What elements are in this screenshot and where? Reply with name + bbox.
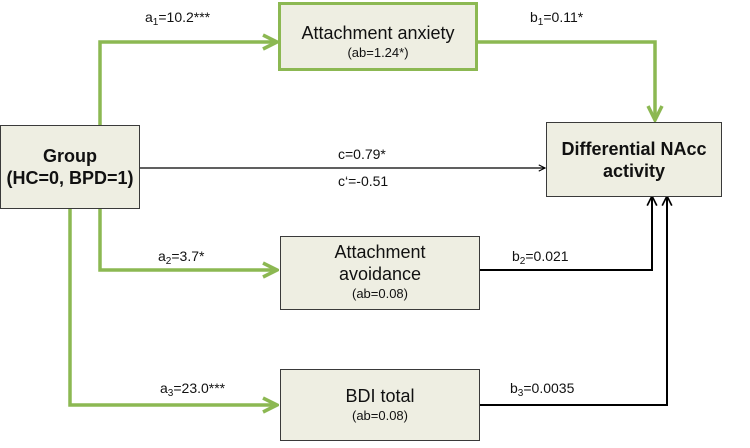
attachment-avoidance-ab: (ab=0.08) xyxy=(351,286,408,301)
bdi-total-ab: (ab=0.08) xyxy=(351,408,408,423)
path-b3-label: b3=0.0035 xyxy=(510,380,575,399)
path-c-prime-label: c‘=-0.51 xyxy=(338,173,389,189)
group-coding-label: (HC=0, BPD=1) xyxy=(6,168,134,188)
attachment-anxiety-label: Attachment anxiety xyxy=(301,23,455,43)
group-label: Group xyxy=(43,146,97,166)
path-a2-label: a2=3.7* xyxy=(158,248,205,267)
path-b3-arrow xyxy=(480,196,667,406)
path-a1-arrow xyxy=(98,42,277,125)
path-a2-arrow xyxy=(98,208,277,270)
attachment-avoidance-node: Attachment avoidance (ab=0.08) xyxy=(280,236,480,310)
path-a3-arrow xyxy=(68,208,277,405)
outcome-label-line2: activity xyxy=(602,161,666,181)
attachment-avoidance-label-line2: avoidance xyxy=(338,264,422,284)
path-b2-arrow xyxy=(480,196,652,271)
path-b2-label: b2=0.021 xyxy=(512,248,569,267)
path-b1-label: b1=0.11* xyxy=(530,9,584,28)
path-a3-label: a3=23.0*** xyxy=(160,380,226,399)
attachment-anxiety-ab: (ab=1.24*) xyxy=(347,45,409,60)
path-a1-label: a1=10.2*** xyxy=(145,9,211,28)
bdi-total-label: BDI total xyxy=(345,386,415,406)
attachment-anxiety-node: Attachment anxiety (ab=1.24*) xyxy=(278,2,478,71)
attachment-avoidance-label-line1: Attachment xyxy=(334,242,426,262)
path-b1-arrow xyxy=(478,40,655,120)
outcome-label-line1: Differential NAcc xyxy=(561,139,707,159)
group-node: Group (HC=0, BPD=1) xyxy=(0,125,140,209)
outcome-node: Differential NAcc activity xyxy=(546,122,722,197)
path-c-label: c=0.79* xyxy=(338,146,386,162)
bdi-total-node: BDI total (ab=0.08) xyxy=(280,369,480,441)
